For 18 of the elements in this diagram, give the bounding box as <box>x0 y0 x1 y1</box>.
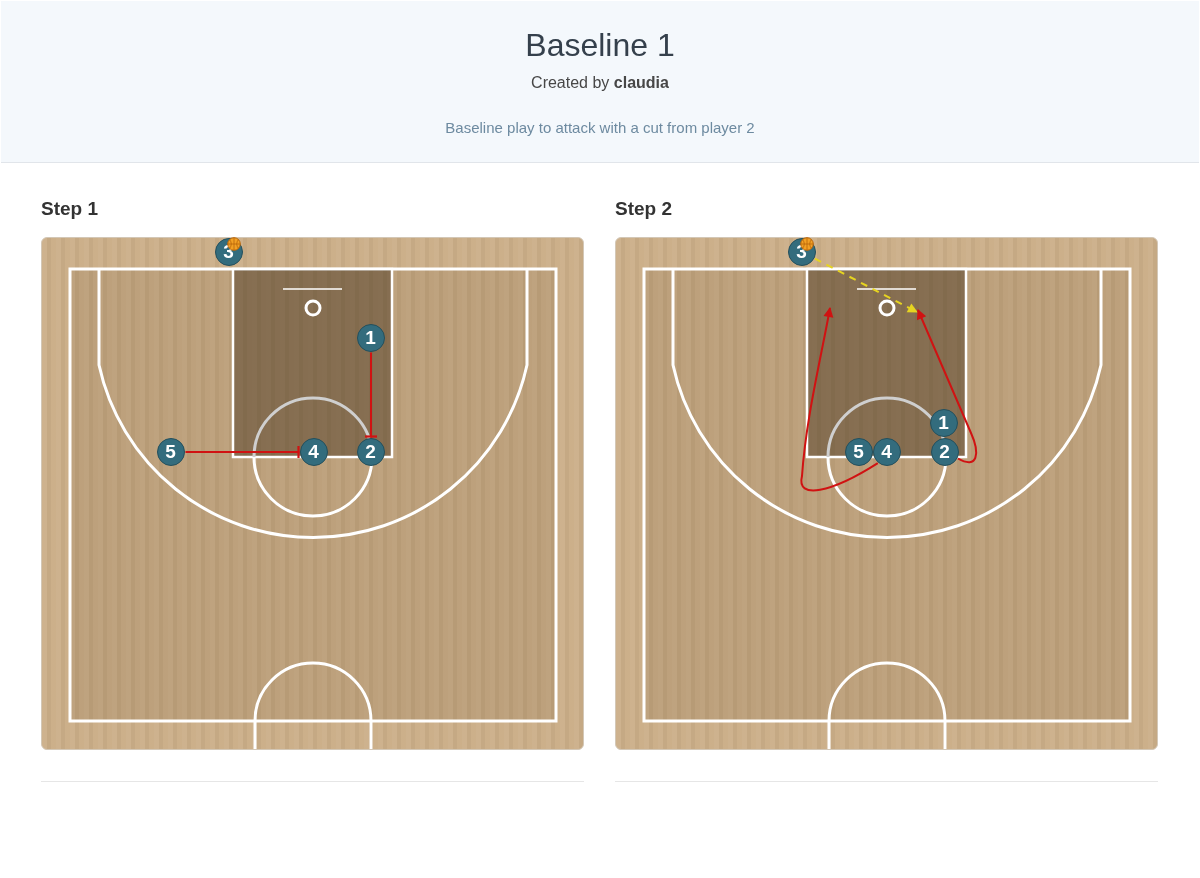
player-marker: 4 <box>872 437 901 466</box>
screen-line <box>184 444 301 460</box>
player-marker: 4 <box>299 437 328 466</box>
screen-line <box>363 351 379 439</box>
cut-arrow <box>916 309 978 464</box>
page-title: Baseline 1 <box>524 26 676 65</box>
step-heading: Step 1 <box>41 197 99 221</box>
player-marker: 5 <box>156 437 185 466</box>
player-marker: 1 <box>929 408 958 437</box>
pass-arrow <box>813 257 918 313</box>
author-line: Created by claudia <box>531 73 669 93</box>
play-description: Baseline play to attack with a cut from player 2 <box>445 118 755 138</box>
player-marker: 5 <box>844 437 873 466</box>
player-marker: 2 <box>930 437 959 466</box>
step-heading: Step 2 <box>615 197 673 221</box>
cut-arrow <box>800 307 879 492</box>
player-marker: 2 <box>356 437 385 466</box>
player-marker: 1 <box>356 323 385 352</box>
